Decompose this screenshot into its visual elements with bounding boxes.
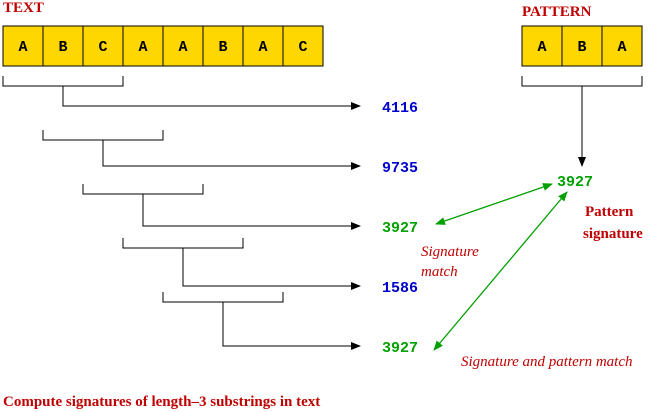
substring-windows: 4116 9735 3927 1586 3927: [2, 76, 418, 357]
pattern-cell: B: [561, 25, 603, 67]
match-arrow-1: [435, 183, 553, 225]
pattern-cell-char: A: [537, 39, 546, 56]
signature-match-label-line2: match: [421, 264, 458, 280]
window-3: 3927: [82, 184, 418, 237]
text-heading: TEXT: [3, 0, 44, 16]
pattern-cell: A: [601, 25, 643, 67]
signature-value: 4116: [382, 100, 418, 117]
window-arrow: [62, 86, 361, 110]
text-cell-box: [242, 25, 284, 67]
text-cell: A: [2, 25, 44, 67]
pattern-signature-value: 3927: [557, 174, 593, 191]
window-arrow: [222, 302, 361, 350]
text-cell-char: B: [58, 39, 67, 56]
pattern-cell-box: [561, 25, 603, 67]
window-5: 3927: [162, 292, 418, 357]
window-bracket: [162, 292, 284, 303]
text-cell: A: [122, 25, 164, 67]
text-cell-char: C: [98, 39, 107, 56]
window-arrow: [142, 194, 361, 230]
text-cell: B: [42, 25, 84, 67]
text-cell-box: [282, 25, 324, 67]
match-arrow-2: [433, 191, 568, 351]
text-cell: B: [202, 25, 244, 67]
text-cell-char: A: [178, 39, 187, 56]
pattern-signature-label: Pattern signature: [583, 204, 643, 242]
signature-value: 9735: [382, 160, 418, 177]
text-cell-box: [2, 25, 44, 67]
window-arrow: [182, 248, 361, 290]
window-arrow: [102, 140, 361, 170]
pattern-heading: PATTERN: [522, 4, 592, 20]
signature-value: 3927: [382, 220, 418, 237]
window-4: 1586: [122, 238, 418, 297]
text-cell-char: A: [258, 39, 267, 56]
window-bracket: [82, 184, 204, 195]
text-cell-box: [82, 25, 124, 67]
text-cell-char: B: [218, 39, 227, 56]
pattern-cell: A: [521, 25, 563, 67]
window-bracket: [2, 76, 124, 87]
signature-and-pattern-match-label: Signature and pattern match: [461, 354, 633, 370]
signature-match-label: Signature match: [421, 244, 483, 280]
pattern-signature-label-line1: Pattern: [585, 204, 634, 220]
signature-value: 3927: [382, 340, 418, 357]
text-cell-box: [42, 25, 84, 67]
caption: Compute signatures of length–3 substring…: [3, 394, 320, 410]
signature-value: 1586: [382, 280, 418, 297]
text-cell-char: A: [18, 39, 27, 56]
text-cell: C: [82, 25, 124, 67]
text-cell: C: [282, 25, 324, 67]
text-cell-box: [162, 25, 204, 67]
text-cell: A: [242, 25, 284, 67]
window-1: 4116: [2, 76, 418, 117]
text-cell: A: [162, 25, 204, 67]
pattern-cell-box: [601, 25, 643, 67]
pattern-signature-label-line2: signature: [583, 226, 643, 242]
pattern-bracket: [521, 76, 643, 167]
text-cell-char: A: [138, 39, 147, 56]
window-bracket: [122, 238, 244, 249]
signature-match-label-line1: Signature: [421, 244, 479, 260]
pattern-cell-char: A: [617, 39, 626, 56]
pattern-cell-box: [521, 25, 563, 67]
pattern-cell-char: B: [577, 39, 586, 56]
window-2: 9735: [42, 130, 418, 177]
window-bracket: [42, 130, 164, 141]
text-cell-char: C: [298, 39, 307, 56]
text-cell-box: [202, 25, 244, 67]
